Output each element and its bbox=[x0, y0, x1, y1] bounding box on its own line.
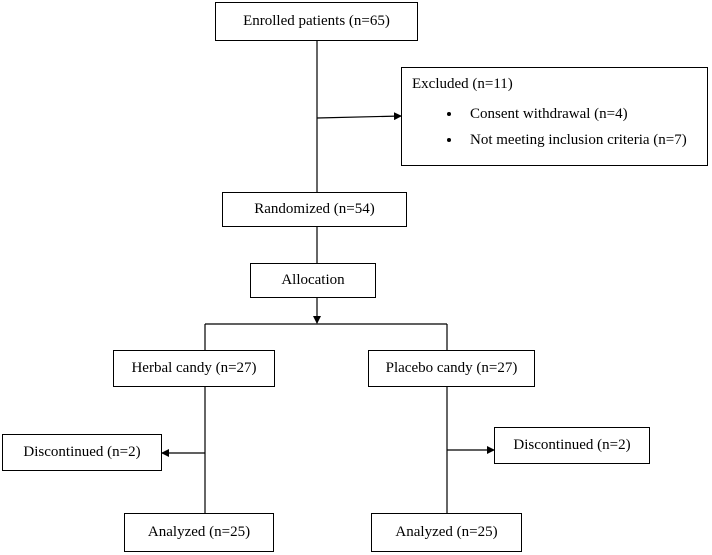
excluded-reason-consent: Consent withdrawal (n=4) bbox=[462, 107, 697, 122]
allocation-box: Allocation bbox=[250, 263, 376, 298]
excluded-reasons-list: Consent withdrawal (n=4) Not meeting inc… bbox=[412, 107, 697, 148]
placebo-analyzed-box: Analyzed (n=25) bbox=[371, 513, 522, 552]
arrow-to-excluded bbox=[316, 112, 402, 121]
excluded-title: Excluded (n=11) bbox=[412, 76, 513, 92]
herbal-discontinued-label: Discontinued (n=2) bbox=[23, 444, 141, 460]
herbal-candy-box: Herbal candy (n=27) bbox=[113, 350, 275, 387]
herbal-discontinued-box: Discontinued (n=2) bbox=[2, 434, 162, 471]
herbal-analyzed-box: Analyzed (n=25) bbox=[124, 513, 274, 552]
enrolled-box: Enrolled patients (n=65) bbox=[215, 2, 418, 41]
placebo-discontinued-label: Discontinued (n=2) bbox=[513, 437, 631, 453]
placebo-candy-label: Placebo candy (n=27) bbox=[385, 360, 518, 376]
herbal-candy-label: Herbal candy (n=27) bbox=[131, 360, 257, 376]
allocation-label: Allocation bbox=[281, 272, 345, 288]
placebo-discontinued-box: Discontinued (n=2) bbox=[494, 427, 650, 464]
excluded-reason-criteria: Not meeting inclusion criteria (n=7) bbox=[462, 133, 697, 148]
randomized-label: Randomized (n=54) bbox=[254, 201, 375, 217]
randomized-box: Randomized (n=54) bbox=[222, 192, 407, 227]
enrolled-label: Enrolled patients (n=65) bbox=[243, 13, 390, 29]
excluded-box: Excluded (n=11) Consent withdrawal (n=4)… bbox=[401, 67, 708, 166]
placebo-analyzed-label: Analyzed (n=25) bbox=[395, 524, 498, 540]
herbal-analyzed-label: Analyzed (n=25) bbox=[147, 524, 251, 540]
placebo-candy-box: Placebo candy (n=27) bbox=[368, 350, 535, 387]
